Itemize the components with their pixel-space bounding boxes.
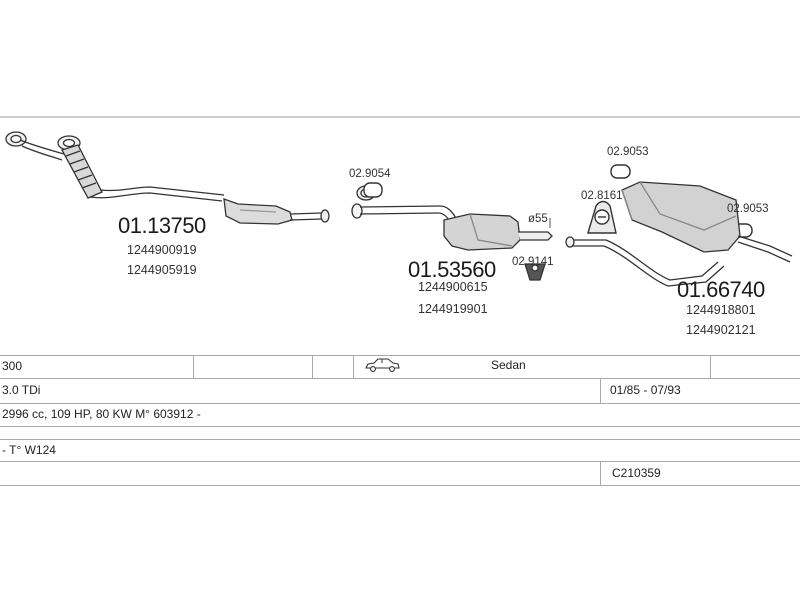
vehicle-years: 01/85 - 07/93	[610, 383, 681, 397]
vehicle-body-type: Sedan	[491, 358, 526, 372]
pipe-diameter-label: ø55	[528, 213, 548, 225]
vehicle-model: 300	[2, 359, 23, 373]
ring-rear-top-code: 02.9053	[607, 146, 649, 158]
front-pipe-drawing	[5, 131, 330, 225]
vehicle-engine: 3.0 TDi	[2, 383, 41, 397]
car-sedan-icon	[365, 358, 400, 372]
rear-silencer-oem-2: 1244902121	[686, 323, 756, 337]
front-pipe-oem-2: 1244905919	[127, 263, 197, 277]
catalog-code: C210359	[612, 466, 661, 480]
clamp-center-code: 02.9141	[512, 256, 554, 268]
center-silencer-oem-1: 1244900615	[418, 280, 488, 294]
ring-center-code: 02.9054	[349, 168, 391, 180]
fittings-drawing	[363, 164, 753, 238]
hanger-rear-code: 02.8161	[581, 190, 623, 202]
front-pipe-code: 01.13750	[118, 213, 206, 238]
ring-rear-right-code: 02.9053	[727, 203, 769, 215]
vehicle-type: - T° W124	[2, 443, 56, 457]
rear-silencer-oem-1: 1244918801	[686, 303, 756, 317]
rear-silencer-drawing	[565, 181, 793, 287]
front-pipe-oem-1: 1244900919	[127, 243, 197, 257]
vehicle-spec: 2996 cc, 109 HP, 80 KW M° 603912 -	[2, 407, 201, 421]
center-silencer-oem-2: 1244919901	[418, 302, 488, 316]
center-silencer-code: 01.53560	[408, 257, 496, 282]
rear-silencer-code: 01.66740	[677, 277, 765, 302]
